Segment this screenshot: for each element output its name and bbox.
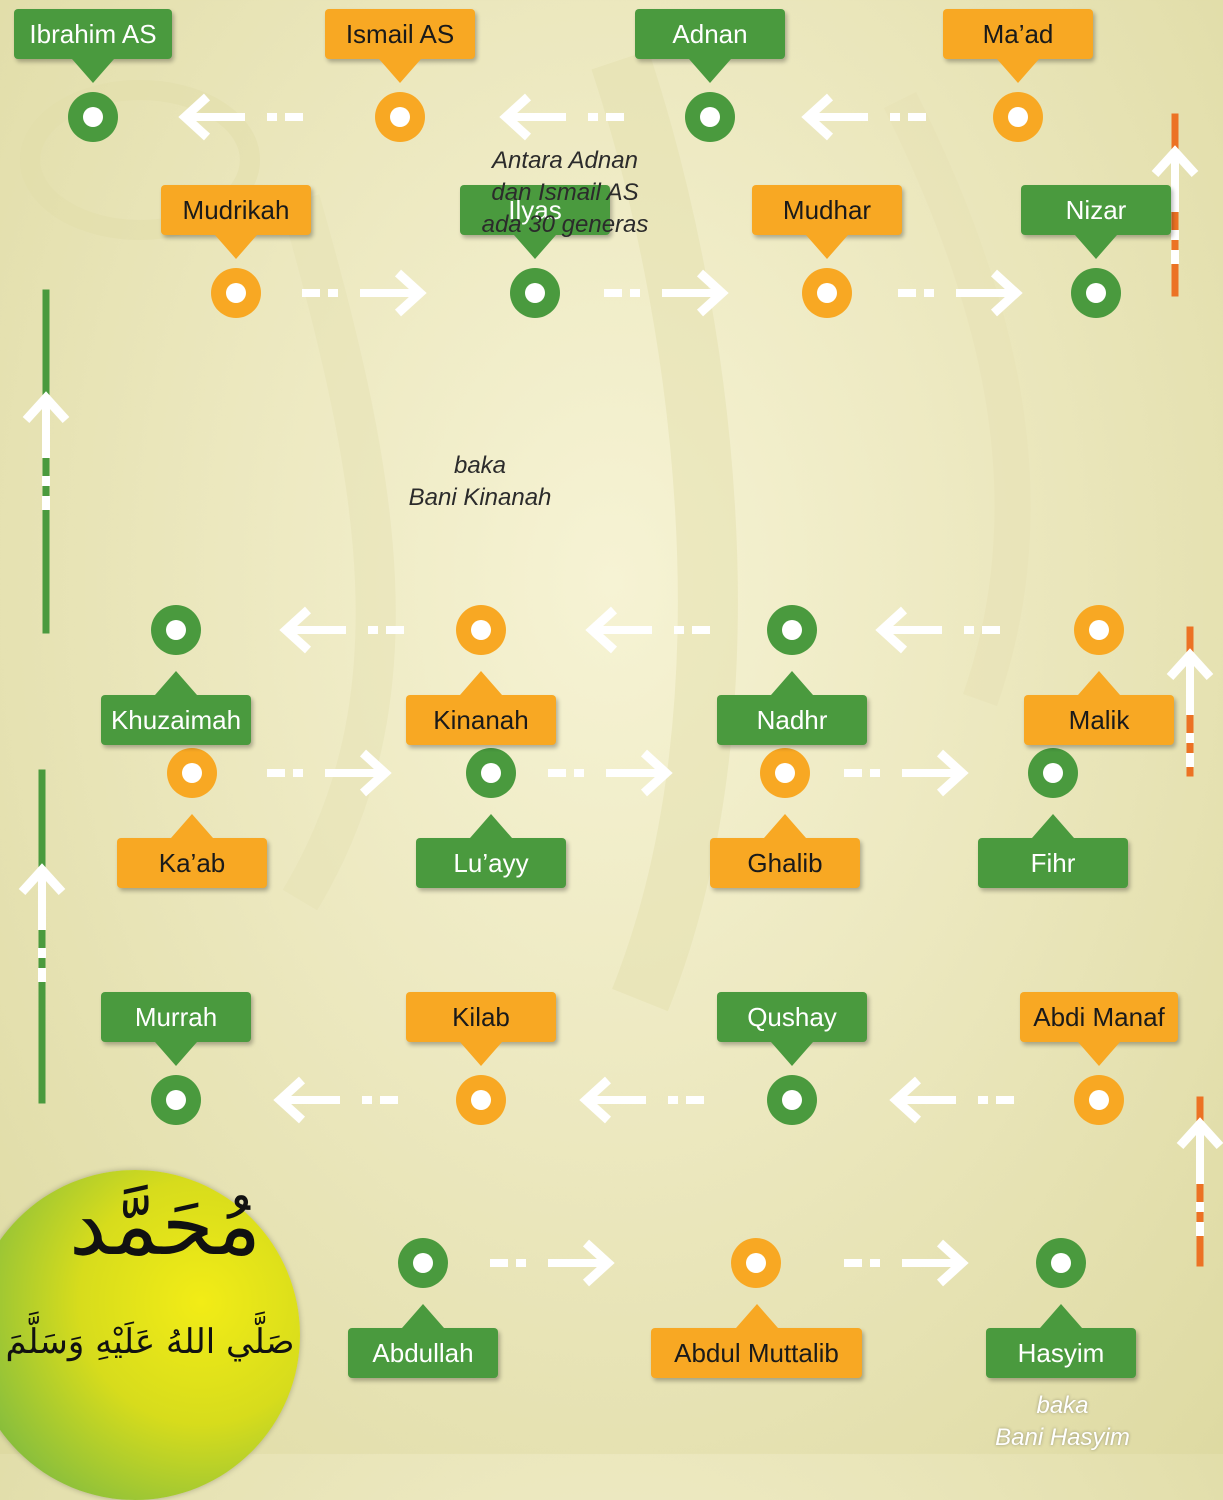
muhammad-calligraphy-badge (0, 1170, 300, 1500)
note-adnan-ismail: Antara Adnan dan Ismail AS ada 30 genera… (481, 147, 649, 238)
arrow-right-1 (302, 269, 427, 317)
arrow-left-6 (875, 606, 1000, 654)
node-khuzaimah (151, 605, 201, 655)
label-hasyim: Hasyim (986, 1328, 1136, 1378)
node-ghalib (760, 748, 810, 798)
note-bani-kinanah: baka Bani Kinanah (408, 452, 552, 511)
label-ka-ab: Ka’ab (117, 838, 267, 888)
arrow-left-3 (801, 93, 926, 141)
node-nizar (1071, 268, 1121, 318)
arrow-up-5 (1176, 1117, 1223, 1236)
label-qushay: Qushay (717, 992, 867, 1042)
node-ibrahim-as (68, 92, 118, 142)
node-mudrikah (211, 268, 261, 318)
label-fihr: Fihr (978, 838, 1128, 888)
label-murrah: Murrah (101, 992, 251, 1042)
node-ilyas (510, 268, 560, 318)
label-mudrikah: Mudrikah (161, 185, 311, 235)
node-hasyim (1036, 1238, 1086, 1288)
label-abdi-manaf: Abdi Manaf (1020, 992, 1178, 1042)
node-malik (1074, 605, 1124, 655)
node-abdi-manaf (1074, 1075, 1124, 1125)
label-ismail-as: Ismail AS (325, 9, 475, 59)
node-abdullah (398, 1238, 448, 1288)
label-ibrahim-as: Ibrahim AS (14, 9, 172, 59)
arrow-right-2 (604, 269, 729, 317)
label-nizar: Nizar (1021, 185, 1171, 235)
node-nadhr (767, 605, 817, 655)
node-abdul-muttalib (731, 1238, 781, 1288)
label-kilab: Kilab (406, 992, 556, 1042)
node-adnan (685, 92, 735, 142)
node-mudhar (802, 268, 852, 318)
label-lu-ayy: Lu’ayy (416, 838, 566, 888)
arrow-left-8 (579, 1076, 704, 1124)
node-kinanah (456, 605, 506, 655)
node-murrah (151, 1075, 201, 1125)
label-ma-ad: Ma’ad (943, 9, 1093, 59)
node-ka-ab (167, 748, 217, 798)
arrow-left-5 (585, 606, 710, 654)
arrow-left-2 (499, 93, 624, 141)
label-abdul-muttalib: Abdul Muttalib (651, 1328, 862, 1378)
lineage-diagram (18, 92, 1223, 1288)
label-abdullah: Abdullah (348, 1328, 498, 1378)
label-mudhar: Mudhar (752, 185, 902, 235)
label-adnan: Adnan (635, 9, 785, 59)
label-kinanah: Kinanah (406, 695, 556, 745)
arrow-up-1 (1151, 145, 1199, 264)
arrow-right-8 (844, 1239, 969, 1287)
badge-salawat-calligraphy: صَلَّي اللهُ عَلَيْهِ وَسَلَّمَ (5, 1322, 295, 1362)
arrow-right-3 (898, 269, 1023, 317)
arrow-right-4 (267, 749, 392, 797)
node-fihr (1028, 748, 1078, 798)
arrow-up-4 (18, 863, 66, 982)
label-ilyas: Ilyas (460, 185, 610, 235)
arrow-left-1 (178, 93, 303, 141)
arrow-left-7 (273, 1076, 398, 1124)
arrow-right-7 (490, 1239, 615, 1287)
node-ma-ad (993, 92, 1043, 142)
arrow-up-3 (1166, 648, 1214, 767)
label-malik: Malik (1024, 695, 1174, 745)
arrow-left-4 (279, 606, 404, 654)
node-ismail-as (375, 92, 425, 142)
badge-name-calligraphy: مُحَمَّد (69, 1176, 261, 1274)
label-nadhr: Nadhr (717, 695, 867, 745)
note-bani-hasyim: baka Bani Hasyim (995, 1392, 1130, 1451)
arrow-up-2 (22, 391, 70, 510)
node-kilab (456, 1075, 506, 1125)
arrow-right-6 (844, 749, 969, 797)
arrow-right-5 (548, 749, 673, 797)
node-lu-ayy (466, 748, 516, 798)
arrow-left-9 (889, 1076, 1014, 1124)
node-qushay (767, 1075, 817, 1125)
label-khuzaimah: Khuzaimah (101, 695, 251, 745)
label-ghalib: Ghalib (710, 838, 860, 888)
